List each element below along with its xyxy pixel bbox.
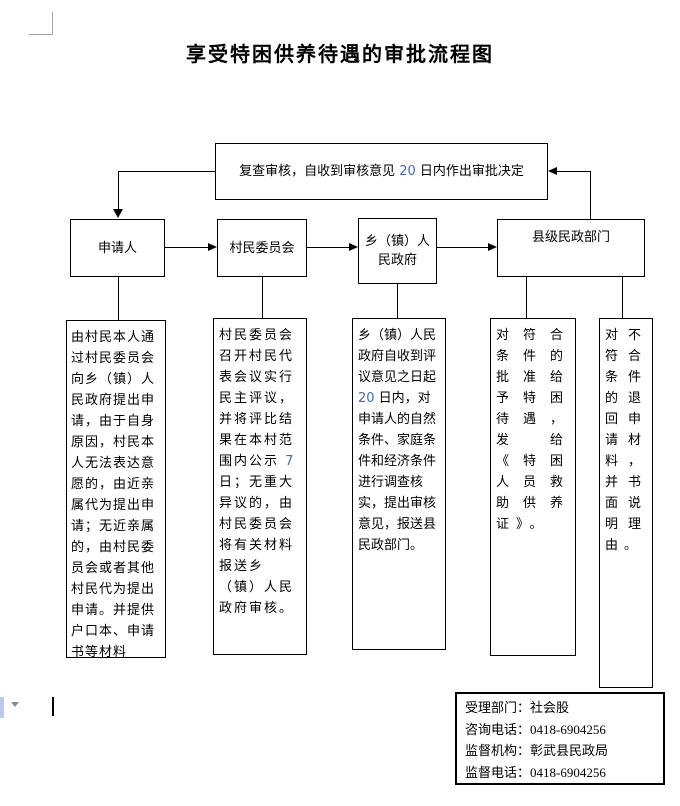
detail-text-reject: 对不符合条件的退回申请材料，并书面说明理由。	[605, 328, 647, 553]
consult-phone-number: 0418-6904256	[530, 722, 606, 737]
connector-county-reject-detail	[622, 277, 623, 318]
contact-info-box: 受理部门：社会股 咨询电话：0418-6904256 监督机构：彰武县民政局 监…	[455, 692, 665, 785]
detail-box-village-committee: 村民委员会召开村民代表会议实行民主评议，并将评比结果在本村范围内公示 7 日；无…	[213, 318, 307, 655]
margin-crop-mark-horizontal	[29, 34, 52, 35]
connector-review-to-applicant-vertical	[118, 171, 119, 210]
actor-box-applicant: 申请人	[70, 219, 165, 277]
arrowhead-left-icon	[548, 167, 557, 175]
actor-box-county-civil-affairs: 县级民政部门	[497, 219, 645, 277]
review-decision-text: 复查审核，自收到审核意见 20 日内作出审批决定	[239, 164, 524, 179]
publicity-days-number: 7	[285, 454, 296, 469]
detail-text-approve: 对符合条件的批准给予特困待遇，发给《特困人员救助供养证》。	[496, 328, 570, 532]
connector-applicant-detail	[118, 277, 119, 320]
detail-text-township: 乡（镇）人民政府自收到评议意见之日起	[358, 328, 437, 385]
connector-county-to-review-horizontal	[557, 171, 591, 172]
margin-crop-mark-vertical	[52, 12, 53, 35]
supervise-phone-number: 0418-6904256	[530, 765, 606, 780]
actor-label-township-government: 乡（镇）人民政府	[364, 234, 430, 268]
detail-text-village-cont: 日；无重大异议的，由村民委员会将有关材料报送乡（镇）人民政府审核。	[219, 475, 295, 616]
connector-county-approve-detail	[526, 277, 527, 318]
arrowhead-down-icon	[113, 209, 123, 218]
small-down-arrow-marker	[11, 702, 19, 707]
actor-label-county-civil-affairs: 县级民政部门	[531, 230, 610, 245]
connector-township-detail	[397, 284, 398, 318]
detail-text-village: 村民委员会召开村民代表会议实行民主评议，并将评比结果在本村范围内公示	[219, 328, 295, 469]
detail-box-township-government: 乡（镇）人民政府自收到评议意见之日起 20 日内，对申请人的自然条件、家庭条件和经…	[352, 318, 446, 650]
text-cursor-caret	[52, 697, 54, 716]
connector-village-detail	[262, 277, 263, 318]
left-edge-selection-mark	[0, 697, 4, 718]
detail-box-applicant: 由村民本人通过村民委员会向乡（镇）人民政府提出申请，由于自身原因，村民本人无法表…	[66, 320, 166, 660]
arrowhead-right-icon	[349, 243, 358, 251]
detail-box-approve: 对符合条件的批准给予特困待遇，发给《特困人员救助供养证》。	[490, 318, 576, 656]
connector-village-to-township	[307, 247, 349, 248]
contact-row-department: 受理部门：社会股	[465, 701, 570, 716]
connector-review-to-applicant-horizontal	[118, 171, 215, 172]
contact-row-supervise-phone: 监督电话：0418-6904256	[465, 765, 606, 781]
investigation-days-number: 20	[358, 391, 375, 406]
actor-box-village-committee: 村民委员会	[217, 219, 307, 277]
page-title: 享受特困供养待遇的审批流程图	[186, 42, 494, 66]
arrowhead-right-icon	[208, 243, 217, 251]
contact-row-supervise-org: 监督机构：彰武县民政局	[465, 744, 609, 759]
connector-county-to-review-vertical	[590, 171, 591, 219]
detail-text-township-cont: 日内，对申请人的自然条件、家庭条件和经济条件进行调查核实，提出审核意见，报送县民…	[358, 391, 437, 553]
connector-township-to-county	[437, 247, 488, 248]
arrowhead-right-icon	[488, 243, 497, 251]
actor-label-applicant: 申请人	[97, 240, 137, 256]
actor-label-village-committee: 村民委员会	[229, 240, 295, 256]
detail-text-applicant: 由村民本人通过村民委员会向乡（镇）人民政府提出申请，由于自身原因，村民本人无法表…	[71, 330, 156, 660]
review-decision-box: 复查审核，自收到审核意见 20 日内作出审批决定	[215, 143, 548, 200]
actor-box-township-government: 乡（镇）人民政府	[358, 218, 437, 284]
contact-row-consult-phone: 咨询电话：0418-6904256	[465, 722, 606, 738]
review-days-number: 20	[399, 164, 416, 179]
detail-box-reject: 对不符合条件的退回申请材料，并书面说明理由。	[599, 318, 653, 688]
connector-applicant-to-village	[165, 247, 208, 248]
